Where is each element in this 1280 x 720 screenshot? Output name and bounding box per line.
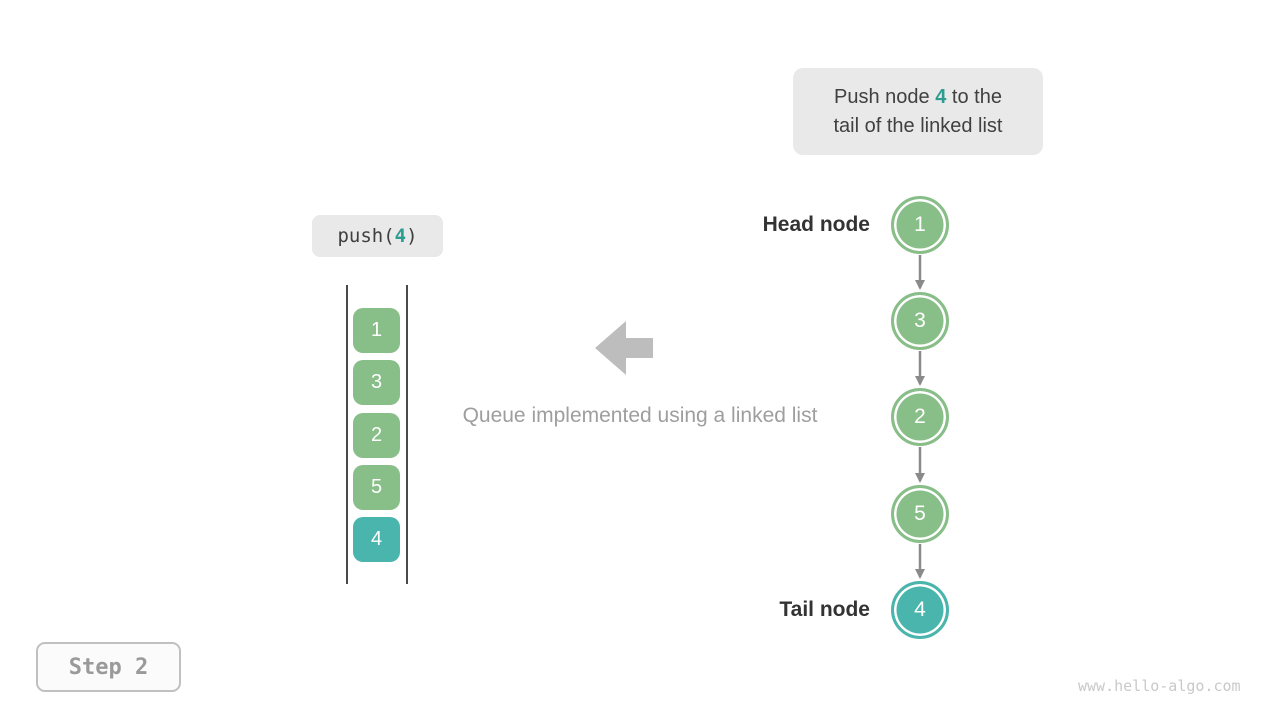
queue-item: 4 (353, 517, 400, 562)
tail-node-label: Tail node (779, 598, 870, 621)
left-arrow-icon (595, 321, 653, 375)
linked-list-node: 4 (891, 581, 949, 639)
queue-rail-left (346, 285, 348, 584)
queue-item: 3 (353, 360, 400, 405)
queue-rail-right (406, 285, 408, 584)
watermark-url: www.hello-algo.com (1078, 677, 1241, 695)
queue-item: 1 (353, 308, 400, 353)
push-arg-value: 4 (394, 225, 407, 247)
callout-line2: tail of the linked list (833, 114, 1003, 137)
callout-text: Push node (834, 85, 936, 108)
queue-stack: 1 3 2 5 4 (346, 285, 408, 584)
push-code-text: ) (406, 225, 418, 247)
callout-line1: Push node 4 to the (834, 83, 1002, 112)
linked-list-node: 1 (891, 196, 949, 254)
linked-list-node: 3 (891, 292, 949, 350)
linked-list-node: 2 (891, 388, 949, 446)
callout-highlight-value: 4 (935, 85, 947, 108)
callout-text: to the (946, 85, 1002, 108)
head-node-label: Head node (762, 213, 870, 236)
queue-item: 5 (353, 465, 400, 510)
callout-box: Push node 4 to the tail of the linked li… (793, 68, 1043, 155)
step-badge: Step 2 (36, 642, 181, 692)
linked-list-arrows (915, 255, 925, 579)
push-operation-label: push(4) (312, 215, 443, 257)
linked-list-node: 5 (891, 485, 949, 543)
diagram-caption: Queue implemented using a linked list (462, 404, 818, 427)
push-code-text: push( (337, 225, 395, 247)
queue-item: 2 (353, 413, 400, 458)
